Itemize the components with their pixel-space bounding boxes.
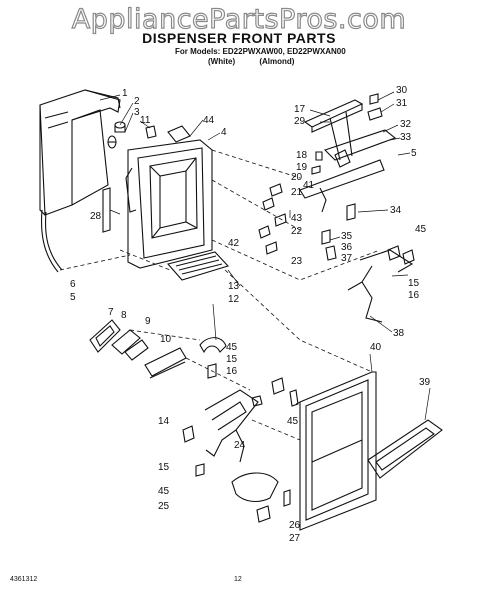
part-right-fasteners xyxy=(387,245,415,265)
part-25-drip-cup xyxy=(231,472,279,503)
callout-6: 6 xyxy=(70,279,76,290)
callout-25: 25 xyxy=(158,501,170,512)
callout-7: 7 xyxy=(108,307,114,318)
callout-33: 33 xyxy=(400,132,412,143)
part-28-light-strip xyxy=(102,187,111,233)
callout-11: 11 xyxy=(140,115,151,126)
callout-40: 40 xyxy=(370,342,382,353)
callout-15-low: 15 xyxy=(158,462,170,473)
callout-1: 1 xyxy=(122,88,128,99)
callout-5-left: 5 xyxy=(70,292,76,303)
dashed-assembly-lines xyxy=(59,149,381,441)
callout-32: 32 xyxy=(400,119,412,130)
callout-9: 9 xyxy=(145,316,151,327)
callout-8: 8 xyxy=(121,310,127,321)
part-water-lever-assembly xyxy=(204,389,259,463)
callout-15-right: 15 xyxy=(408,278,420,289)
callout-45-mid: 45 xyxy=(226,342,238,353)
callout-28: 28 xyxy=(90,211,102,222)
callout-39: 39 xyxy=(419,377,431,388)
callout-21: 21 xyxy=(291,187,303,198)
callout-42: 42 xyxy=(228,238,240,249)
callout-34: 34 xyxy=(390,205,402,216)
callout-17: 17 xyxy=(294,104,306,115)
callout-36: 36 xyxy=(341,242,353,253)
part-38-ice-lever xyxy=(347,249,414,323)
callout-16-mid: 16 xyxy=(226,366,238,377)
part-7-10-light-lens xyxy=(89,319,187,379)
callout-10: 10 xyxy=(160,334,172,345)
model-variants: (White) (Almond) xyxy=(208,57,316,66)
callout-16-right: 16 xyxy=(408,290,420,301)
callout-29: 29 xyxy=(294,116,306,127)
callout-35: 35 xyxy=(341,231,353,242)
part-dispenser-frame xyxy=(125,125,213,269)
callout-12: 12 xyxy=(228,294,240,305)
page-number: 12 xyxy=(234,576,242,583)
part-small-fittings-2-3 xyxy=(107,121,126,149)
callout-27: 27 xyxy=(289,533,301,544)
variant-almond: (Almond) xyxy=(259,57,295,66)
part-small-hardware-18-23 xyxy=(258,151,323,255)
part-34-37-lever-pins xyxy=(321,203,356,261)
callout-45-right: 45 xyxy=(415,224,427,235)
variant-white: (White) xyxy=(208,57,236,66)
models-line: For Models: ED22PWXAW00, ED22PWXAN00 xyxy=(175,47,346,56)
part-12-clamp xyxy=(199,337,227,354)
callout-41: 41 xyxy=(303,180,315,191)
part-30-31-switch xyxy=(367,93,383,121)
callout-31: 31 xyxy=(396,98,408,109)
callout-45-panel: 45 xyxy=(287,416,299,427)
callout-15-mid: 15 xyxy=(226,354,238,365)
callout-38: 38 xyxy=(393,328,405,339)
callout-19: 19 xyxy=(296,162,308,173)
part-ice-chute-housing xyxy=(39,89,121,273)
watermark: AppliancePartsPros.com xyxy=(71,3,407,35)
callout-2: 2 xyxy=(134,96,140,107)
page-title: DISPENSER FRONT PARTS xyxy=(142,30,336,46)
callout-37: 37 xyxy=(341,253,353,264)
part-17-29-top-bar xyxy=(303,99,364,133)
callout-43: 43 xyxy=(291,213,303,224)
callout-26: 26 xyxy=(289,520,301,531)
callout-labels: 1 2 3 11 44 4 17 29 30 31 32 33 5 18 19 … xyxy=(70,85,431,544)
part-middle-fasteners xyxy=(182,363,299,477)
callout-45-low: 45 xyxy=(158,486,170,497)
callout-20: 20 xyxy=(291,172,303,183)
part-40-front-panel xyxy=(299,371,377,531)
part-actuator-bracket xyxy=(299,111,397,213)
part-39-cover-panel xyxy=(367,419,443,479)
part-11-grommet xyxy=(145,125,157,139)
callout-30: 30 xyxy=(396,85,408,96)
part-26-27-screws xyxy=(256,489,291,523)
callout-14: 14 xyxy=(158,416,170,427)
part-13-drip-grille xyxy=(166,251,230,281)
callout-18: 18 xyxy=(296,150,308,161)
callout-3: 3 xyxy=(134,107,140,118)
callout-4: 4 xyxy=(221,127,227,138)
callout-leaders xyxy=(99,91,431,421)
callout-13: 13 xyxy=(228,281,240,292)
callout-22: 22 xyxy=(291,226,303,237)
document-code: 4361312 xyxy=(10,576,38,583)
callout-23: 23 xyxy=(291,256,303,267)
callout-5-top: 5 xyxy=(411,148,417,159)
callout-24: 24 xyxy=(234,440,246,451)
callout-44: 44 xyxy=(203,115,215,126)
